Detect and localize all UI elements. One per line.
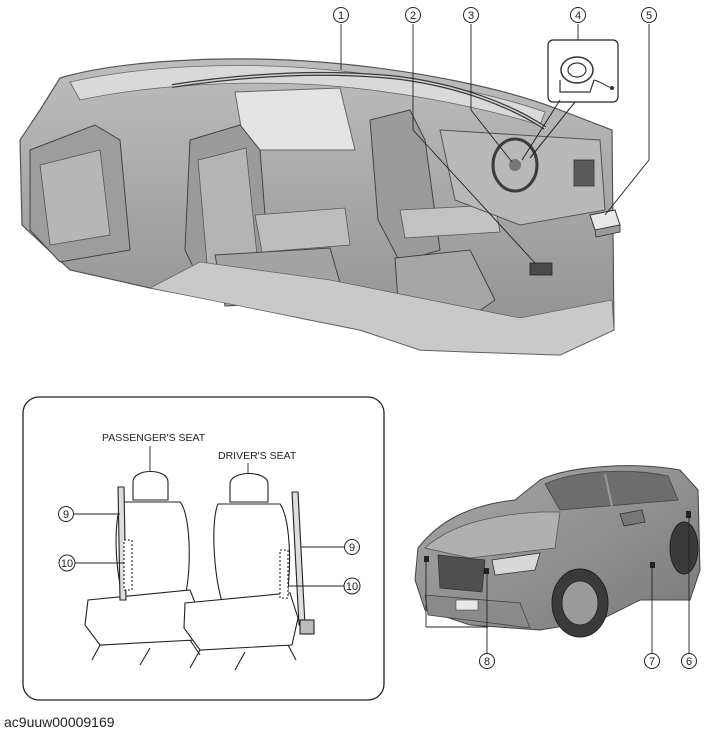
svg-text:10: 10 <box>61 558 73 570</box>
callout-7: 7 <box>644 653 660 669</box>
callout-10-left: 10 <box>58 554 124 572</box>
callout-4: 4 <box>570 7 586 23</box>
callout-9-left: 9 <box>58 506 120 522</box>
callout-6: 6 <box>681 653 697 669</box>
svg-text:6: 6 <box>686 656 692 668</box>
figure-code: ac9uuw00009169 <box>4 714 115 730</box>
cabin-leader-lines <box>340 24 650 264</box>
vehicle-cabin-illustration <box>19 39 621 356</box>
callout-9-right: 9 <box>301 539 360 555</box>
passenger-seat-label: PASSENGER'S SEAT <box>102 432 206 444</box>
svg-text:9: 9 <box>63 509 69 521</box>
svg-text:8: 8 <box>484 656 490 668</box>
svg-text:4: 4 <box>575 10 581 22</box>
callout-5: 5 <box>641 7 657 23</box>
driver-seat-drawing <box>183 473 315 671</box>
callout-3: 3 <box>463 7 479 23</box>
sas-control-module-icon <box>529 262 553 276</box>
passenger-seat-drawing <box>84 470 201 666</box>
svg-text:9: 9 <box>349 542 355 554</box>
driver-seat-label: DRIVER'S SEAT <box>218 450 297 462</box>
svg-text:2: 2 <box>410 10 416 22</box>
clock-spring-inset <box>547 39 619 103</box>
vehicle-exterior-illustration <box>414 465 701 638</box>
svg-text:1: 1 <box>338 10 344 22</box>
svg-text:3: 3 <box>468 10 474 22</box>
clock-spring-icon <box>559 56 614 93</box>
callout-1: 1 <box>333 7 349 23</box>
exterior-leader-lines <box>425 516 690 653</box>
callout-2: 2 <box>405 7 421 23</box>
callout-8: 8 <box>479 653 495 669</box>
svg-text:7: 7 <box>649 656 655 668</box>
svg-text:5: 5 <box>646 10 652 22</box>
callout-10-right: 10 <box>288 577 361 595</box>
svg-text:10: 10 <box>346 581 358 593</box>
